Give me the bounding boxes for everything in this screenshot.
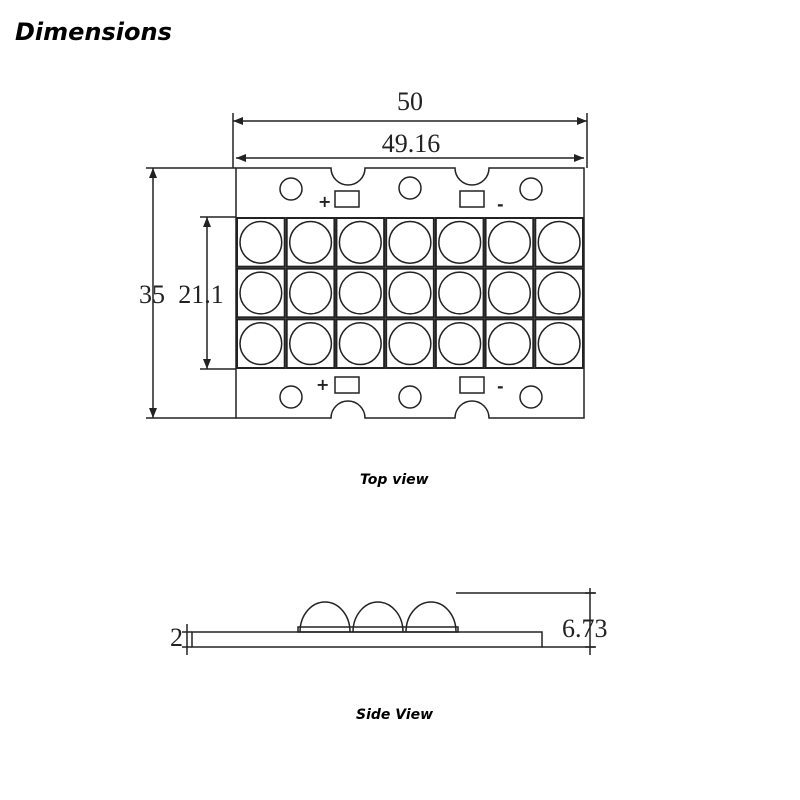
led-cell <box>484 217 535 268</box>
dimension-arrows <box>149 117 587 418</box>
lens-dome <box>352 601 404 633</box>
mounting-hole <box>519 177 543 201</box>
led-lens <box>438 220 482 264</box>
led-cell <box>534 267 584 319</box>
side-view <box>182 588 596 655</box>
mounting-hole <box>279 177 303 201</box>
led-cell <box>434 217 485 268</box>
led-cell <box>285 318 336 370</box>
led-lens <box>239 322 283 366</box>
solder-pad-negative <box>459 190 485 208</box>
led-cell <box>434 267 485 319</box>
solder-pad-negative <box>459 376 485 394</box>
led-lens <box>288 271 333 315</box>
side-board <box>191 631 543 648</box>
led-cell <box>484 318 535 370</box>
led-cell <box>335 318 386 370</box>
led-cell <box>434 318 485 370</box>
mounting-hole <box>398 385 422 409</box>
mounting-hole <box>279 385 303 409</box>
led-cell <box>534 217 584 268</box>
page-title: Dimensions <box>15 18 172 46</box>
side-view-caption: Side View <box>356 707 434 723</box>
led-lens <box>487 271 532 315</box>
led-lens <box>388 322 432 366</box>
led-cell <box>285 267 336 319</box>
lens-dome <box>299 601 351 633</box>
led-lens <box>388 220 432 264</box>
led-cell <box>236 318 286 370</box>
top-view-caption: Top view <box>360 472 429 488</box>
led-lens <box>537 322 581 366</box>
led-lens <box>438 322 482 366</box>
led-lens <box>239 271 283 315</box>
top-view <box>146 113 588 419</box>
led-lens <box>338 322 382 366</box>
led-cell <box>236 267 286 319</box>
led-lens <box>438 271 482 315</box>
width-label-49-16: 49.16 <box>382 129 441 158</box>
mounting-hole <box>398 176 422 200</box>
led-cell <box>335 267 386 319</box>
lens-dome <box>405 601 457 633</box>
led-lens <box>288 322 333 366</box>
minus-mark: - <box>497 377 504 396</box>
side-height-label: 6.73 <box>562 614 608 643</box>
plus-mark: + <box>316 375 329 394</box>
solder-pad-positive <box>334 190 360 208</box>
led-cell <box>285 217 336 268</box>
width-label-50: 50 <box>397 87 423 116</box>
board-thickness-label: 2 <box>170 623 183 652</box>
height-label-35: 35 <box>139 280 165 309</box>
led-cell <box>534 318 584 370</box>
height-label-21-1: 21.1 <box>178 280 224 309</box>
plus-mark: + <box>318 192 331 211</box>
led-grid <box>236 217 584 370</box>
led-lens <box>537 220 581 264</box>
solder-pad-positive <box>334 376 360 394</box>
board-outline <box>235 167 585 419</box>
led-lens <box>487 322 532 366</box>
led-lens <box>537 271 581 315</box>
lens-base <box>297 626 459 633</box>
led-cell <box>236 217 286 268</box>
minus-mark: - <box>497 195 504 214</box>
led-cell <box>335 217 386 268</box>
mounting-hole <box>519 385 543 409</box>
led-lens <box>338 220 382 264</box>
led-cell <box>484 267 535 319</box>
led-lens <box>388 271 432 315</box>
led-lens <box>338 271 382 315</box>
led-lens <box>239 220 283 264</box>
led-cell <box>385 267 435 319</box>
led-lens <box>288 220 333 264</box>
led-cell <box>385 217 435 268</box>
led-cell <box>385 318 435 370</box>
led-lens <box>487 220 532 264</box>
